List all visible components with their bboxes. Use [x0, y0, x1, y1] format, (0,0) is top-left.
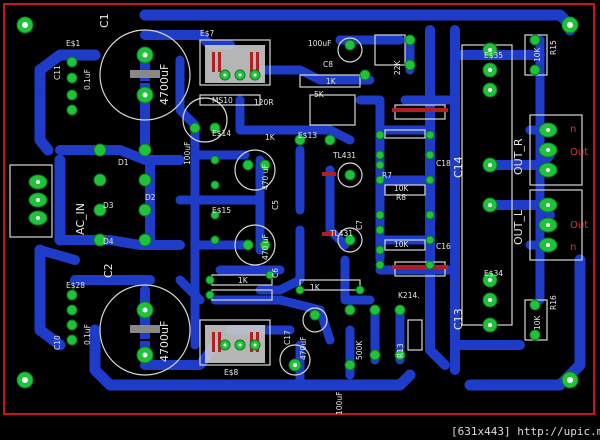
label-c17: C17: [283, 330, 292, 345]
label-out-2: Out: [570, 220, 588, 231]
label-1k-a: 1K: [326, 77, 337, 86]
label-k214: K214.: [398, 291, 420, 300]
label-d1: D1: [118, 158, 129, 167]
label-cap-c2: 4700uF: [158, 321, 171, 362]
label-c13: C13: [452, 308, 465, 330]
label-c16: C16: [436, 242, 451, 251]
label-out-l: OUT_L: [512, 209, 525, 245]
label-470uf-c: 470uF: [299, 337, 308, 360]
label-es34: E$34: [484, 269, 503, 278]
label-es35: E$35: [484, 51, 503, 60]
label-100uf-b: 100uF: [183, 142, 192, 165]
label-out-r: OUT_R: [512, 138, 525, 175]
label-10k-r15: 10K: [533, 46, 542, 62]
label-tl431-b: TL431: [329, 229, 353, 238]
label-1k-c: 1K: [238, 276, 249, 285]
label-r8: R8: [396, 193, 406, 202]
label-r7: R7: [382, 171, 392, 180]
label-c10-value: 0.1uF: [83, 324, 92, 345]
label-c2: C2: [102, 263, 115, 278]
label-470uf-a: 470 uF: [261, 164, 270, 190]
label-ac-in: AC_IN: [74, 203, 87, 235]
label-10k-a: 10K: [394, 184, 410, 193]
label-c14: C14: [452, 156, 465, 178]
label-22k: 22K: [393, 59, 402, 75]
label-es15: E$15: [212, 206, 231, 215]
label-n-2: n: [570, 242, 576, 253]
label-es7: E$7: [200, 29, 215, 38]
board-outline: [3, 3, 595, 415]
image-footer-caption: [631x443] http://upic.me/: [451, 423, 600, 440]
label-d3: D3: [103, 201, 114, 210]
label-c10: C10: [53, 335, 62, 350]
label-d2: D2: [145, 193, 156, 202]
label-100uf-c: 100uF: [335, 392, 344, 415]
silkscreen-text: C1 4700uF C2 4700uF AC_IN OUT_R OUT_L C1…: [53, 13, 588, 415]
label-500k: 500K: [355, 340, 364, 360]
label-c18: C18: [436, 159, 451, 168]
label-c11-value: 0.1uF: [83, 69, 92, 90]
label-1k-b: 1K: [265, 133, 276, 142]
label-1k-d: 1K: [310, 283, 321, 292]
label-c5: C5: [271, 200, 280, 210]
label-ms10: MS10: [212, 96, 233, 105]
label-r16: R16: [549, 295, 558, 310]
label-100uf: 100uF: [308, 39, 331, 48]
label-es8: E$8: [224, 368, 239, 377]
label-out-1: Out: [570, 147, 588, 158]
pads: [16, 16, 579, 389]
label-tl431-a: TL431: [332, 151, 356, 160]
label-c1: C1: [98, 13, 111, 28]
label-r15: R15: [549, 40, 558, 55]
label-r13: R13: [396, 343, 405, 358]
label-c11: C11: [53, 65, 62, 80]
label-es28: E$28: [66, 281, 85, 290]
label-10k-b: 10K: [394, 240, 410, 249]
label-es13: E$13: [298, 131, 317, 140]
label-c8: C8: [323, 60, 333, 69]
label-es1: E$1: [66, 39, 81, 48]
label-d4: D4: [103, 237, 114, 246]
label-cap-c1: 4700uF: [158, 64, 171, 105]
label-es14: E$14: [212, 129, 231, 138]
label-470uf-b: 470 uF: [261, 234, 270, 260]
label-120r: 120R: [254, 98, 274, 107]
label-n-1: n: [570, 124, 576, 135]
label-c6: C6: [271, 268, 280, 278]
label-c7: C7: [355, 220, 364, 230]
label-10k-r16: 10K: [533, 314, 542, 330]
label-5k: 5K: [314, 90, 325, 99]
